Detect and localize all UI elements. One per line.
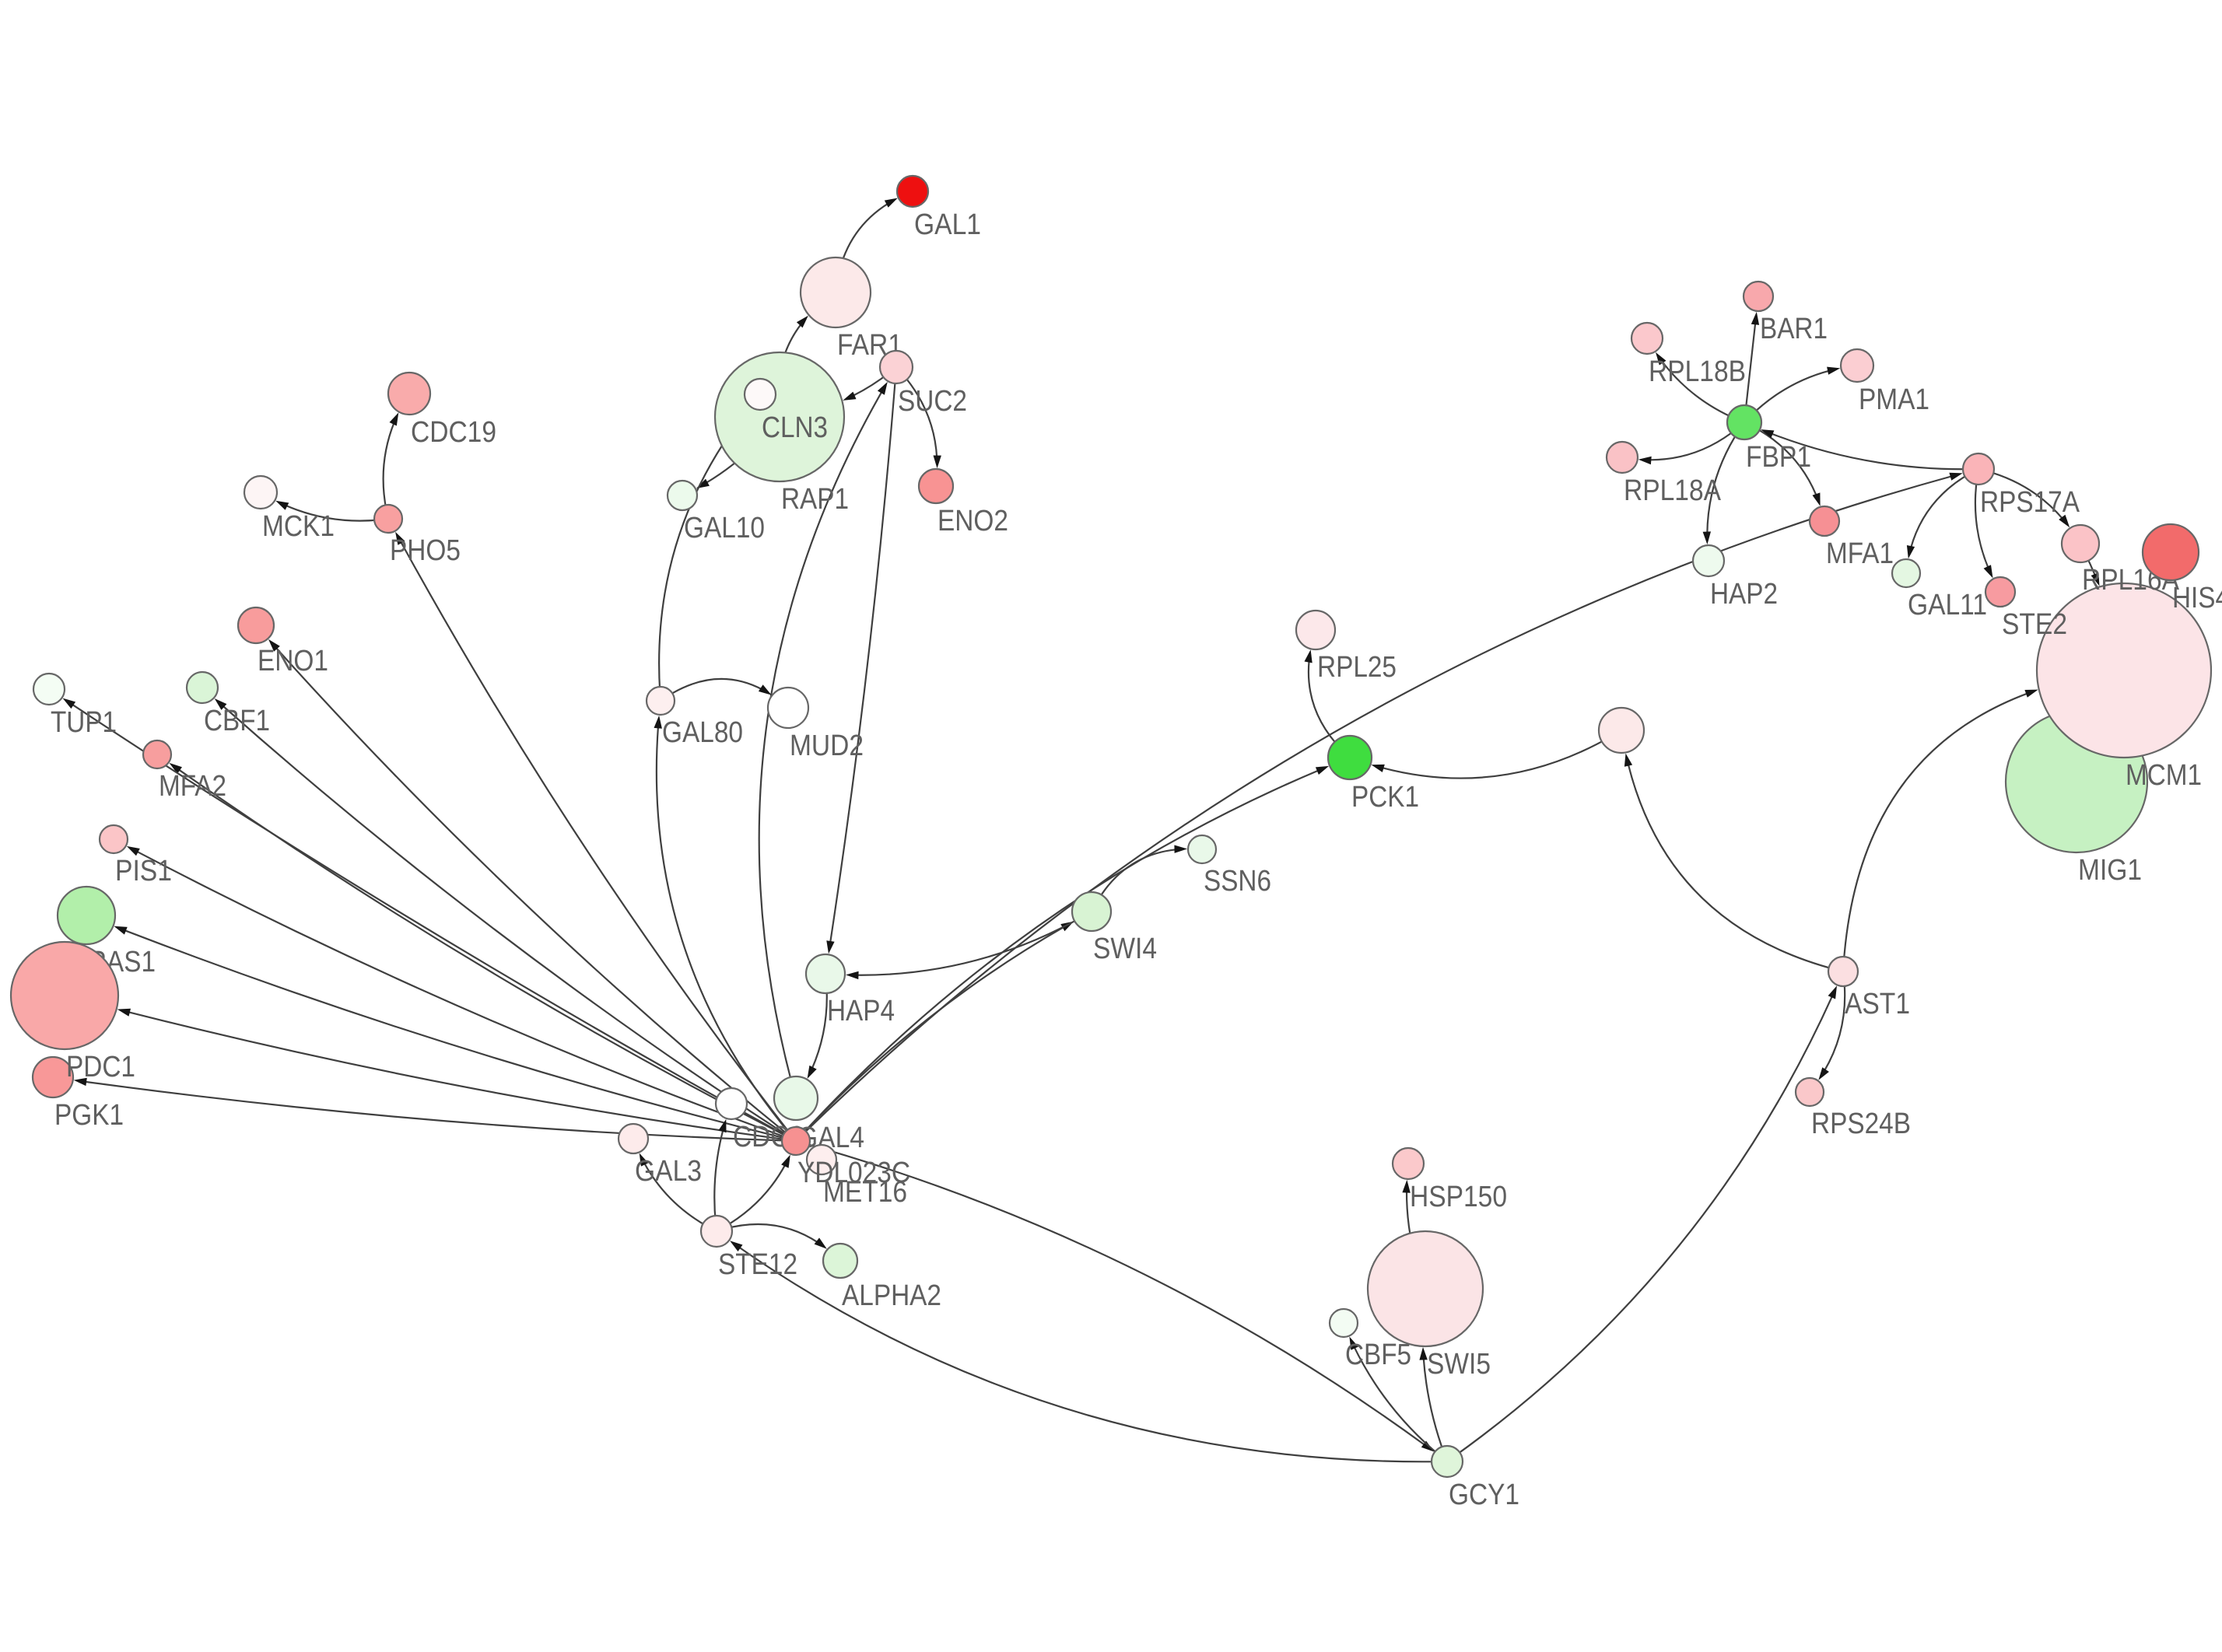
svg-text:GAL3: GAL3 [635, 1155, 702, 1188]
svg-text:MUD2: MUD2 [790, 730, 864, 762]
svg-text:SSN6: SSN6 [1204, 865, 1271, 898]
svg-text:TUP1: TUP1 [51, 706, 117, 739]
svg-text:RPS24B: RPS24B [1811, 1108, 1911, 1140]
svg-text:GAL1: GAL1 [914, 208, 981, 241]
svg-text:PIS1: PIS1 [115, 855, 172, 887]
svg-text:HIS4: HIS4 [2172, 582, 2222, 614]
svg-text:PGK1: PGK1 [54, 1099, 124, 1132]
svg-text:ENO2: ENO2 [938, 505, 1008, 537]
svg-text:SWI4: SWI4 [1093, 933, 1157, 965]
svg-text:ENO1: ENO1 [258, 645, 328, 677]
svg-text:RPL25: RPL25 [1317, 651, 1397, 684]
svg-text:HAP2: HAP2 [1710, 578, 1778, 611]
svg-text:FBP1: FBP1 [1746, 441, 1811, 474]
svg-text:STE2: STE2 [2002, 608, 2067, 641]
svg-text:CLN3: CLN3 [762, 411, 828, 444]
svg-text:MIG1: MIG1 [2078, 854, 2142, 887]
svg-text:PDC1: PDC1 [66, 1051, 135, 1083]
svg-text:CDC19: CDC19 [411, 416, 496, 449]
svg-text:ALPHA2: ALPHA2 [842, 1279, 941, 1312]
svg-text:PHO5: PHO5 [390, 534, 461, 567]
svg-text:SWI5: SWI5 [1427, 1348, 1491, 1381]
svg-text:MCK1: MCK1 [262, 510, 335, 543]
svg-text:CBF1: CBF1 [204, 705, 270, 737]
svg-text:STE12: STE12 [718, 1248, 797, 1281]
svg-text:GCY1: GCY1 [1449, 1479, 1519, 1511]
svg-text:MCM1: MCM1 [2126, 759, 2202, 792]
svg-text:BAR1: BAR1 [1760, 313, 1828, 345]
svg-text:RPS17A: RPS17A [1980, 486, 2080, 519]
svg-text:HAP4: HAP4 [827, 995, 895, 1027]
svg-text:RPL18A: RPL18A [1624, 474, 1722, 507]
svg-text:MFA1: MFA1 [1826, 537, 1894, 570]
svg-text:RAP1: RAP1 [781, 483, 849, 516]
svg-text:MFA2: MFA2 [159, 770, 226, 803]
svg-text:PCK1: PCK1 [1351, 781, 1419, 814]
svg-text:RPL18B: RPL18B [1649, 355, 1746, 388]
svg-text:SUC2: SUC2 [898, 385, 967, 418]
svg-text:GAL11: GAL11 [1908, 589, 1987, 621]
svg-text:YDL023C: YDL023C [797, 1157, 910, 1189]
svg-text:HSP150: HSP150 [1410, 1181, 1507, 1213]
svg-text:GAL10: GAL10 [684, 512, 765, 544]
svg-text:AST1: AST1 [1845, 988, 1910, 1020]
svg-text:PMA1: PMA1 [1859, 383, 1929, 416]
svg-text:MET16: MET16 [823, 1176, 907, 1209]
svg-text:CBF5: CBF5 [1345, 1339, 1411, 1371]
svg-text:GAL80: GAL80 [662, 716, 743, 749]
